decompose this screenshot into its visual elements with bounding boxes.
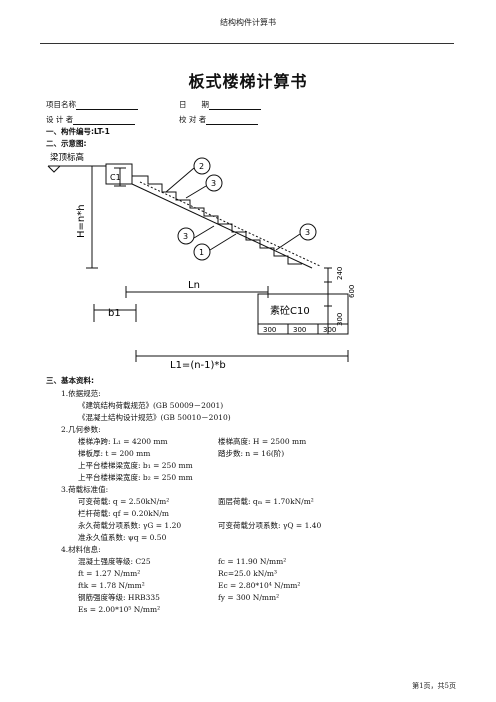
dim-bottom-3: 300 [323, 326, 336, 334]
load-row-3-right: 可变荷载分项系数: γQ = 1.40 [218, 521, 322, 530]
callout-circle-3b [177, 227, 195, 245]
stair-diagram: 梁顶标高 C1 H=n*h Ln b1 素砼C10 L1=(n-1)*b 300… [47, 152, 356, 371]
callout-circle-3c [299, 223, 317, 241]
mat-row-3-right: Ec = 2.80*10⁴ N/mm² [218, 581, 301, 590]
callout-2-text: 2 [199, 162, 204, 171]
upper-beam [105, 163, 133, 185]
header-rule [40, 43, 454, 44]
project-name-field[interactable] [76, 101, 138, 110]
ln-label: Ln [188, 280, 200, 291]
designer-field[interactable] [73, 116, 136, 125]
mat-row-5-left: Es = 2.00*10⁵ N/mm² [78, 605, 161, 614]
code-load: 《建筑结构荷载规范》(GB 50009－2001) [78, 401, 224, 410]
checker-row: 校 对 者 [179, 115, 259, 125]
callout-1-text: 1 [199, 248, 204, 257]
stair-steps [132, 175, 302, 265]
geo-row-2-right: 踏步数: n = 16(阶) [218, 449, 285, 458]
dim-right-2: 600 [348, 285, 356, 298]
designer-row: 设 计 者 [46, 115, 136, 125]
project-name-label: 项目名称 [46, 100, 76, 109]
item-loads-heading: 3.荷载标准值: [61, 485, 109, 494]
dim-right-1: 240 [336, 267, 344, 280]
c1-label: C1 [110, 173, 121, 182]
code-concrete: 《混凝土结构设计规范》(GB 50010－2010) [78, 413, 231, 422]
page-header: 结构构件计算书 [220, 18, 276, 27]
dim-bottom-1: 300 [263, 326, 276, 334]
date-row: 日 期 [179, 100, 261, 110]
mat-row-1-left: 混凝土强度等级: C25 [78, 557, 151, 566]
date-field[interactable] [209, 101, 261, 110]
load-row-3-left: 永久荷载分项系数: γG = 1.20 [78, 521, 182, 530]
section-diagram: 二、示意图: [46, 139, 87, 148]
callout-leaders [165, 167, 301, 251]
dim-bottom-2: 300 [293, 326, 306, 334]
height-dimension-line [86, 165, 98, 269]
geo-row-2-left: 梯板厚: t = 200 mm [78, 449, 151, 458]
item-geometry-heading: 2.几何参数: [61, 425, 101, 434]
geo-row-4-left: 上平台楼梯梁宽度: b₂ = 250 mm [78, 473, 193, 482]
callout-circle-2 [193, 157, 211, 175]
mat-row-4-right: fy = 300 N/mm² [218, 593, 280, 602]
slab-bottom-line [131, 183, 313, 269]
rebar-line [139, 181, 321, 267]
foundation-dimension-boxes [257, 323, 349, 335]
geo-row-3-left: 上平台楼梯梁宽度: b₁ = 250 mm [78, 461, 193, 470]
l1-label: L1=(n-1)*b [170, 360, 226, 371]
elevation-marker [47, 165, 106, 173]
ln-dimension-line [125, 286, 269, 298]
section-basic-data: 三、基本资料: [46, 376, 94, 385]
date-label: 日 期 [179, 100, 209, 109]
checker-label: 校 对 者 [179, 115, 207, 124]
callout-3a-text: 3 [211, 179, 216, 188]
load-row-2-left: 栏杆荷载: qf = 0.20kN/m [78, 509, 169, 518]
mat-row-1-right: fc = 11.90 N/mm² [218, 557, 287, 566]
item-codes-heading: 1.依据规范: [61, 389, 101, 398]
callout-circle-3a [205, 174, 223, 192]
page-title: 板式楼梯计算书 [188, 72, 308, 91]
mat-row-4-left: 钢筋强度等级: HRB335 [78, 593, 160, 602]
page-footer: 第1页，共5页 [412, 682, 456, 690]
project-name-row: 项目名称 [46, 100, 138, 110]
mat-row-2-left: ft = 1.27 N/mm² [78, 569, 141, 578]
callout-3c-text: 3 [305, 228, 310, 237]
load-row-1-left: 可变荷载: q = 2.50kN/m² [78, 497, 170, 506]
height-label: H=n*h [76, 204, 87, 238]
callout-circle-1 [193, 243, 211, 261]
callout-3b-text: 3 [183, 232, 188, 241]
geo-row-1-right: 楼梯高度: H = 2500 mm [218, 437, 307, 446]
dim-right-3: 300 [336, 313, 344, 326]
elevation-label: 梁顶标高 [50, 152, 84, 163]
right-dimension-line [324, 267, 332, 335]
b1-dimension-line [93, 304, 137, 322]
load-row-4-left: 准永久值系数: ψq = 0.50 [78, 533, 167, 542]
mat-row-2-right: Rc=25.0 kN/m³ [218, 569, 277, 578]
l1-dimension-line [135, 350, 349, 362]
load-row-1-right: 面层荷载: qₘ = 1.70kN/m² [218, 497, 314, 506]
b1-label: b1 [108, 308, 121, 319]
item-materials-heading: 4.材料信息: [61, 545, 101, 554]
c1-dimension-line [114, 167, 126, 187]
checker-field[interactable] [206, 116, 259, 125]
designer-label: 设 计 者 [46, 115, 74, 124]
geo-row-1-left: 楼梯净跨: L₁ = 4200 mm [78, 437, 168, 446]
mat-row-3-left: ftk = 1.78 N/mm² [78, 581, 145, 590]
concrete-label: 素砼C10 [270, 304, 310, 317]
section-component-id: 一、构件编号:LT-1 [46, 127, 110, 136]
